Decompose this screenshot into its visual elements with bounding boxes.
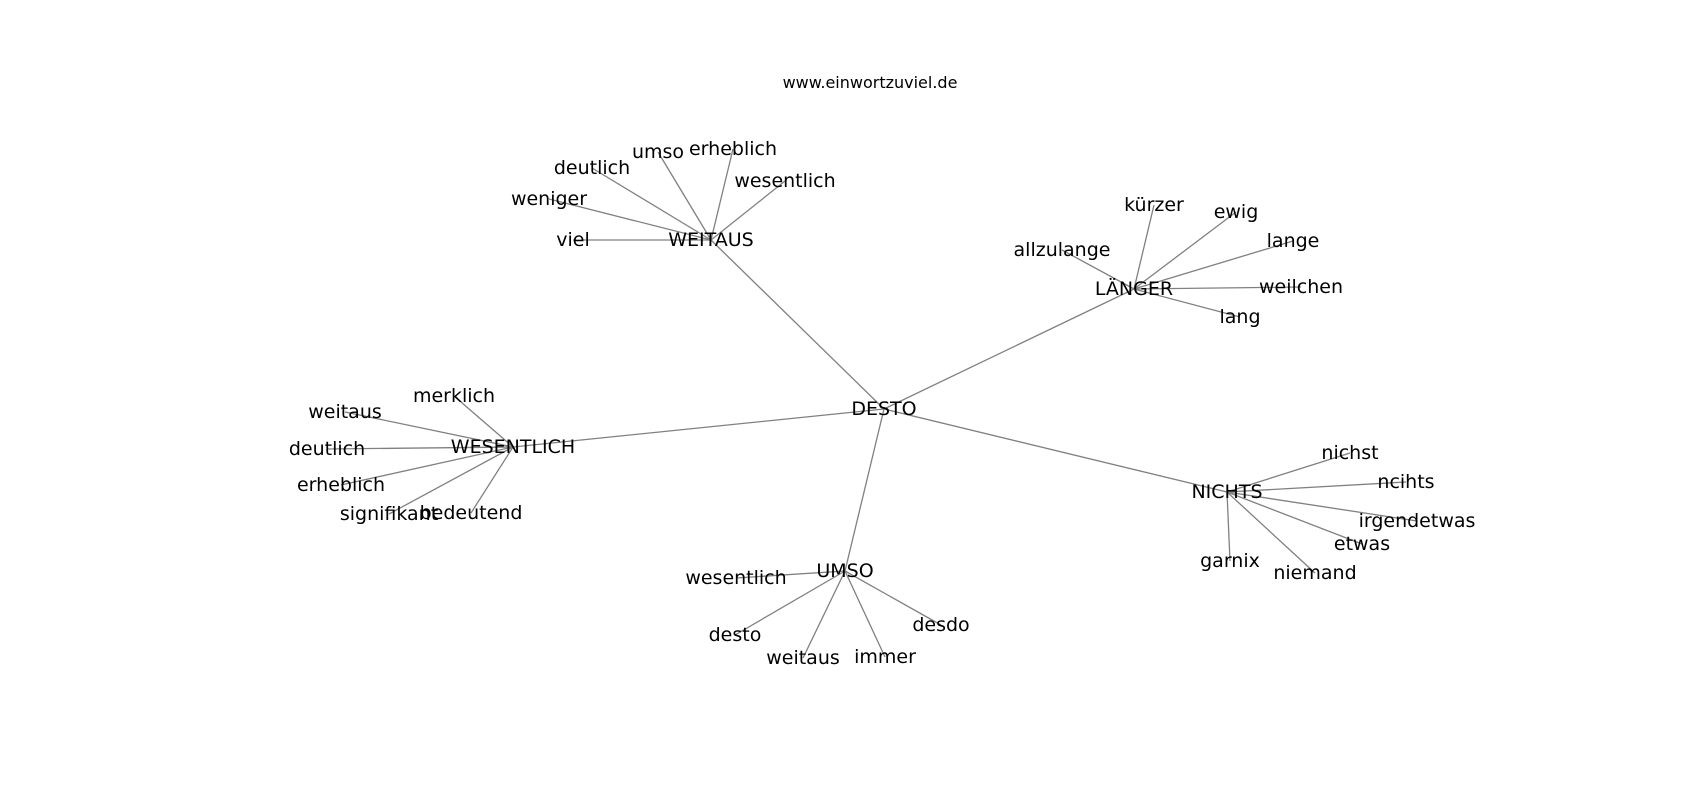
leaf-node: lange [1267,230,1320,252]
edge-hub-leaf [453,395,514,448]
leaf-node: weilchen [1259,276,1343,298]
leaf-node: desdo [912,614,969,636]
site-title: www.einwortzuviel.de [783,73,958,92]
edge-hub-leaf [340,446,514,486]
leaf-node: desto [709,624,762,646]
edge-hub-leaf [548,198,712,241]
edge-hub-leaf [1226,491,1316,574]
leaf-node: garnix [1200,550,1260,572]
edge-hub-leaf [802,570,846,659]
edge-hub-leaf [1226,491,1231,562]
leaf-node: wesentlich [734,170,835,192]
leaf-node: lang [1219,306,1260,328]
hub-node: UMSO [816,560,873,582]
leaf-node: umso [632,141,684,163]
leaf-node: weniger [511,188,587,210]
hub-node: LÄNGER [1095,277,1173,300]
edge-hub-leaf [1226,491,1418,522]
edge-hub-leaf [1133,286,1302,290]
leaf-node: irgendetwas [1359,510,1476,532]
edge-hub-leaf [326,446,514,450]
leaf-node: viel [556,229,590,251]
hub-node: WEITAUS [668,229,754,251]
edge-hub-leaf [710,148,734,241]
leaf-node: allzulange [1014,239,1111,261]
leaf-node: deutlich [289,438,365,460]
edge-hub-leaf [710,180,786,241]
hub-node: WESENTLICH [451,436,575,458]
leaf-node: ncihts [1377,471,1434,493]
leaf-node: weitaus [308,401,382,423]
leaf-node: weitaus [766,647,840,669]
edge-hub-leaf [1133,240,1294,290]
leaf-node: merklich [413,385,495,407]
root-node: DESTO [851,398,916,420]
edge-hub-leaf [734,570,846,636]
leaf-node: erheblich [297,474,385,496]
edge-hub-leaf [1226,491,1363,545]
edge-hub-leaf [1133,204,1155,290]
edge-hub-leaf [344,411,514,448]
leaf-node: etwas [1334,533,1390,555]
edge-hub-leaf [470,446,514,514]
edge-root-hub [883,408,1228,493]
edge-hub-leaf [1133,288,1241,318]
leaf-node: nichst [1321,442,1378,464]
edge-hub-leaf [844,570,886,658]
edge-hub-leaf [735,570,846,579]
leaf-node: bedeutend [420,502,523,524]
edge-root-hub [710,239,885,410]
edge-hub-leaf [591,167,712,241]
edge-hub-leaf [388,446,514,515]
edges [326,148,1418,659]
edge-root-hub [844,408,885,572]
edge-root-hub [883,288,1135,410]
hub-node: NICHTS [1191,481,1262,503]
leaf-node: deutlich [554,157,630,179]
edge-hub-leaf [657,151,712,241]
edge-root-hub [512,408,885,448]
edge-hub-leaf [1226,452,1351,493]
leaf-node: erheblich [689,138,777,160]
leaf-node: wesentlich [685,567,786,589]
edge-hub-leaf [1061,249,1135,290]
leaf-node: kürzer [1124,194,1184,216]
leaf-node: niemand [1273,562,1356,584]
leaf-node: signifikant [340,503,438,525]
leaf-node: immer [854,646,916,668]
edge-hub-leaf [1133,211,1237,290]
edge-hub-leaf [1226,481,1407,493]
edge-hub-leaf [844,570,942,626]
leaf-node: ewig [1214,201,1259,223]
